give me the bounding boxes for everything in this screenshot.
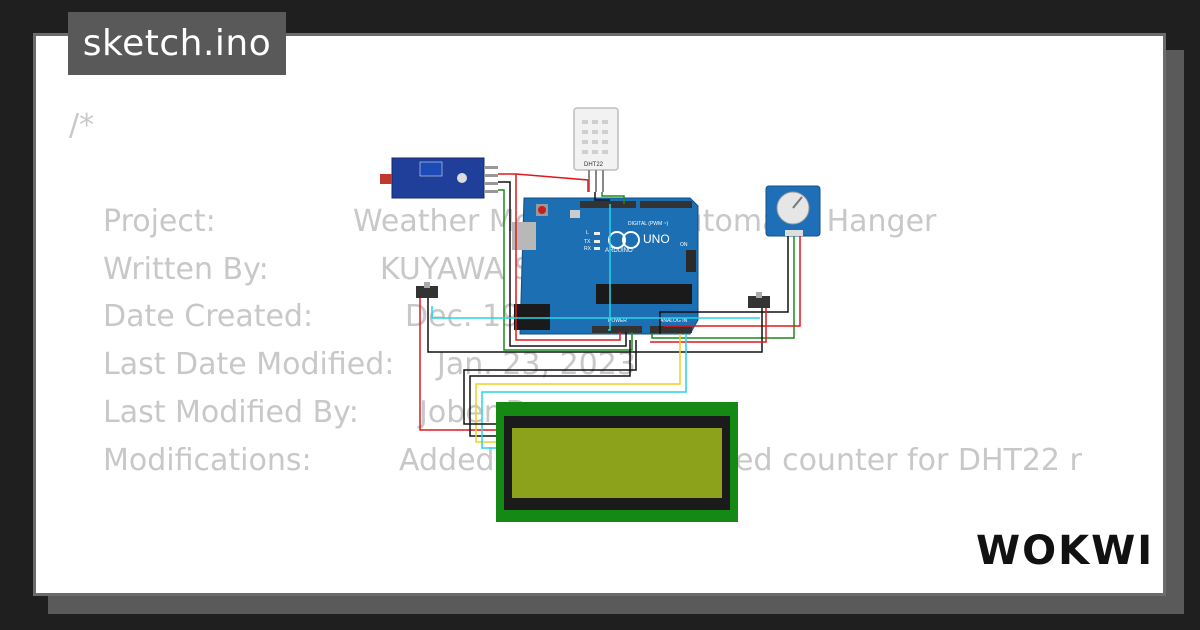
digital-header-1	[580, 201, 636, 208]
dht22-sensor[interactable]: DHT22	[573, 107, 619, 192]
rx-label: RX	[584, 246, 592, 252]
wires	[419, 173, 801, 449]
digital-header-2	[640, 201, 692, 208]
file-tab[interactable]: sketch.ino	[68, 12, 286, 75]
power-label: POWER	[608, 318, 627, 324]
code-key: Written By:	[103, 252, 269, 287]
wokwi-logo: WOKWI	[976, 528, 1155, 574]
code-key: Modifications:	[103, 443, 312, 478]
code-text: /* Project: Weather Monitor for Automati…	[36, 36, 1163, 593]
atmega-chip	[596, 284, 692, 304]
lcd-display[interactable]	[496, 402, 738, 522]
arduino-logo-icon	[608, 231, 626, 249]
arduino-uno[interactable]: UNO ARDUINO DIGITAL (PWM ~) POWER ANALOG…	[512, 197, 699, 335]
code-key: Project:	[103, 204, 216, 239]
code-row-author: Written By: KUYAWA S	[103, 252, 533, 287]
power-header	[592, 326, 642, 333]
analog-header	[650, 326, 692, 333]
ldr-module[interactable]	[380, 157, 498, 199]
slide-switch-left[interactable]	[416, 282, 438, 298]
slide-switch-right[interactable]	[748, 292, 770, 308]
analog-label: ANALOG IN	[660, 318, 688, 324]
code-key: Date Created:	[103, 299, 314, 334]
comment-open: /*	[69, 108, 95, 143]
digital-label: DIGITAL (PWM ~)	[628, 221, 668, 227]
code-value: KUYAWA S	[380, 252, 533, 287]
tx-label: TX	[584, 239, 591, 245]
on-label: ON	[680, 242, 688, 248]
board-brand-label: UNO	[643, 232, 670, 246]
board-sub-label: ARDUINO	[605, 248, 633, 254]
code-key: Last Date Modified:	[103, 347, 395, 382]
power-jack	[514, 304, 550, 330]
code-key: Last Modified By:	[103, 395, 359, 430]
l-label: L	[586, 230, 589, 236]
dht-label: DHT22	[584, 162, 604, 168]
potentiometer[interactable]	[765, 185, 821, 237]
